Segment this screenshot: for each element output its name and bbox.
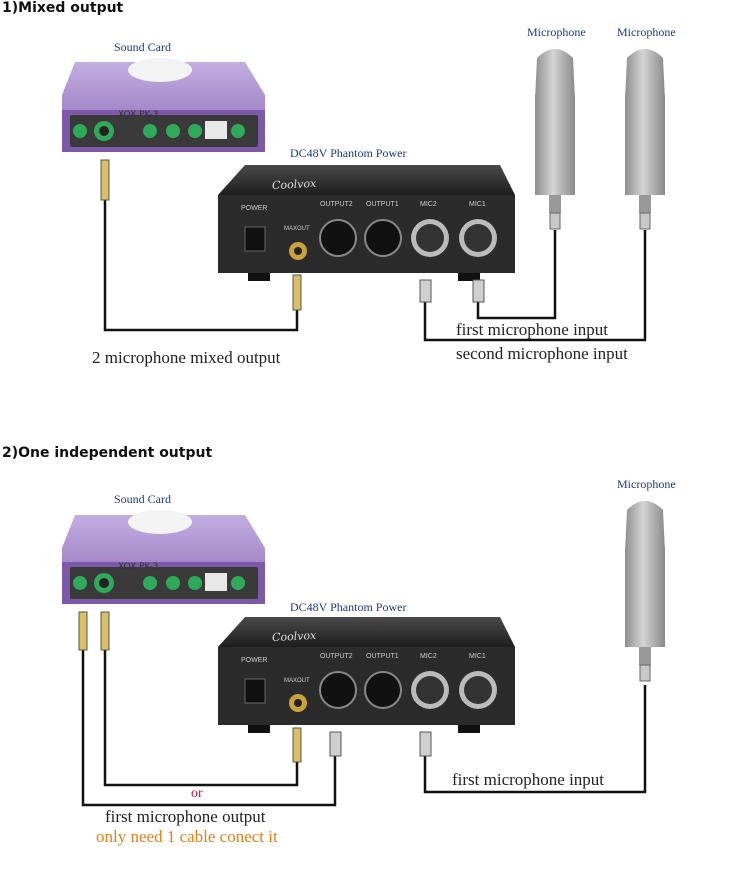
- phantom-power-box-1: [218, 165, 515, 281]
- sound-card-model-2: XOX PK-3: [118, 562, 159, 572]
- section-1-title: 1)Mixed output: [2, 0, 124, 16]
- sound-card-label-2: Sound Card: [114, 492, 171, 506]
- caption-first-mic-input-2: first microphone input: [452, 770, 605, 789]
- microphone-label-2: Microphone: [617, 477, 676, 491]
- caption-or: or: [191, 786, 203, 801]
- mic1-label-1: MIC1: [469, 201, 486, 208]
- caption-first-mic-input-1: first microphone input: [456, 320, 609, 339]
- output2-label-2: OUTPUT2: [320, 653, 353, 660]
- plugs-section-1: [100, 159, 485, 311]
- sound-card-label-1: Sound Card: [114, 40, 171, 54]
- section-2-title: 2)One independent output: [2, 445, 213, 461]
- power-label-1: POWER: [241, 205, 268, 212]
- sound-card-1: [62, 58, 265, 152]
- cables-section-1: [103, 200, 647, 342]
- caption-mixed-output: 2 microphone mixed output: [92, 348, 281, 367]
- sound-card-2: [62, 510, 265, 604]
- sound-card-model-1: XOX PK-3: [118, 110, 159, 120]
- mic1-label-2: MIC1: [469, 653, 486, 660]
- maxout-label-1: MAXOUT: [284, 226, 310, 232]
- caption-second-mic-input: second microphone input: [456, 344, 628, 363]
- output1-label-1: OUTPUT1: [366, 201, 399, 208]
- caption-first-mic-output: first microphone output: [105, 807, 266, 826]
- mic2-label-2: MIC2: [420, 653, 437, 660]
- caption-only-one-cable: only need 1 cable conect it: [96, 827, 278, 846]
- microphone-1b: [625, 49, 665, 230]
- microphone-label-1b: Microphone: [617, 25, 676, 39]
- phantom-power-label-1: DC48V Phantom Power: [290, 146, 407, 160]
- microphone-label-1a: Microphone: [527, 25, 586, 39]
- device-brand-1: Coolvox: [271, 176, 317, 193]
- microphone-1a: [535, 49, 575, 230]
- output2-label-1: OUTPUT2: [320, 201, 353, 208]
- maxout-label-2: MAXOUT: [284, 678, 310, 684]
- power-label-2: POWER: [241, 657, 268, 664]
- microphone-2: [625, 501, 665, 682]
- mic2-label-1: MIC2: [420, 201, 437, 208]
- phantom-power-box-2: [218, 617, 515, 733]
- cables-section-2: [81, 650, 647, 807]
- phantom-power-label-2: DC48V Phantom Power: [290, 600, 407, 614]
- device-brand-2: Coolvox: [271, 628, 317, 645]
- plugs-section-2: [78, 611, 432, 763]
- output1-label-2: OUTPUT1: [366, 653, 399, 660]
